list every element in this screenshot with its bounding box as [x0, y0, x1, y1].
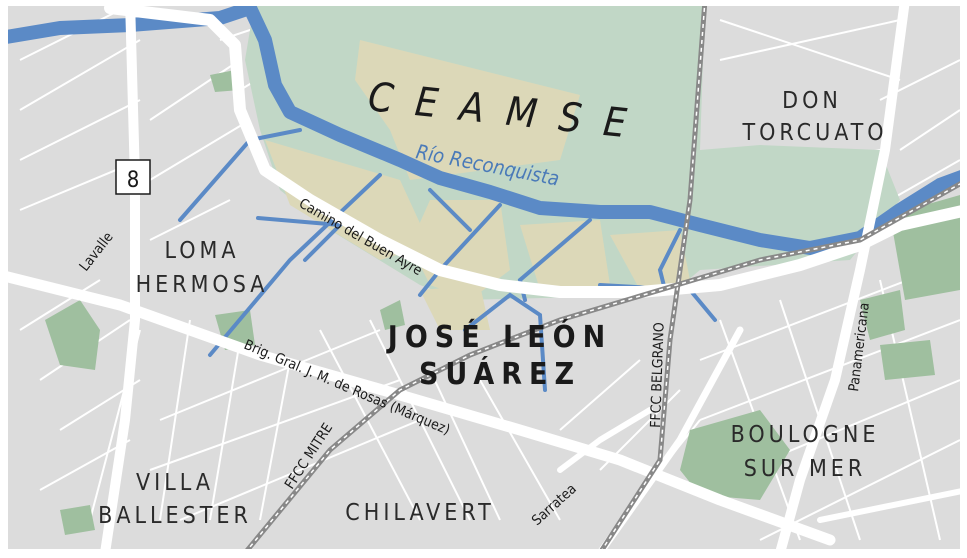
label-boulogne-1: BOULOGNE: [731, 422, 880, 448]
landfill-area-4: [520, 220, 610, 290]
landfill-area-6: [420, 285, 490, 330]
label-loma-hermosa-2: HERMOSA: [136, 272, 269, 298]
landfill-area-5: [610, 230, 690, 290]
label-chilavert: CHILAVERT: [345, 500, 494, 526]
panamericana-road: [775, 6, 910, 549]
rosas-road: [8, 271, 836, 546]
sarratea-road: [557, 407, 653, 473]
label-villa-ballester-2: BALLESTER: [98, 503, 252, 529]
label-loma-hermosa-1: LOMA: [165, 238, 240, 264]
label-don-torcuato-1: DON: [782, 88, 842, 114]
label-villa-ballester-1: VILLA: [136, 470, 214, 496]
lavalle-road: [100, 6, 140, 549]
landfill-area-2: [265, 140, 430, 260]
street-grid: [19, 9, 960, 541]
label-don-torcuato-2: TORCUATO: [741, 120, 887, 146]
camino-del-buen-ayre-road: [104, 6, 960, 298]
label-jose-leon-suarez-2: SUÁREZ: [419, 356, 581, 392]
route-8-label: 8: [127, 168, 140, 193]
label-jose-leon-suarez-1: JOSÉ LEÓN: [386, 318, 612, 355]
secondary-road-2: [817, 488, 960, 523]
railways: [245, 6, 960, 549]
route-8-shield: 8: [115, 159, 151, 195]
label-boulogne-2: SUR MER: [744, 456, 867, 482]
landfill-area-1: [355, 40, 580, 180]
label-ffcc-belgrano: FFCC BELGRANO: [648, 322, 668, 428]
